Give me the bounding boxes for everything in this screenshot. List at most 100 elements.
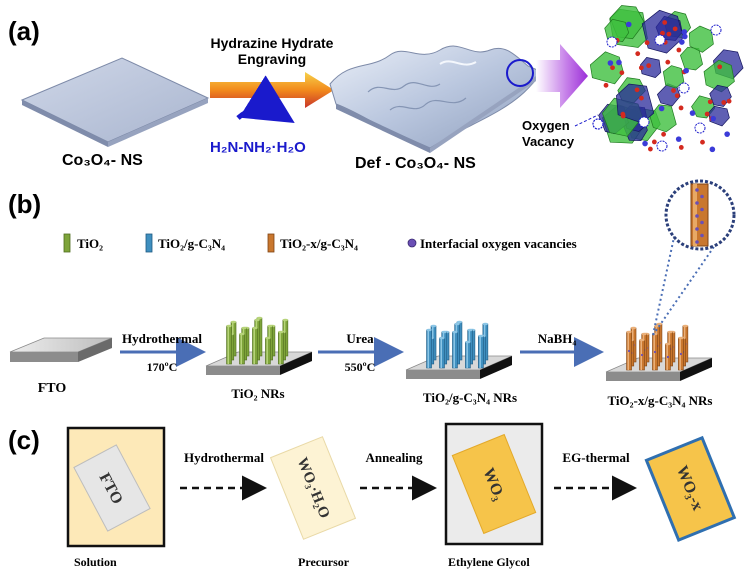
nanorod-tip	[278, 330, 284, 334]
vacancy-site	[656, 140, 668, 152]
nanorod-tip	[441, 330, 447, 334]
zoom-circle	[506, 59, 534, 87]
nanorod-tip	[478, 334, 484, 338]
nanorod-tip	[467, 328, 473, 332]
oxygen-atom	[674, 93, 680, 99]
step-annealing: Annealing	[365, 450, 423, 465]
zoom-arrow	[536, 44, 588, 108]
inset-vacancy-dot	[695, 227, 699, 231]
panel-b-label: (b)	[8, 189, 41, 219]
arrow-label-line2: Engraving	[238, 51, 306, 67]
oxygen-atom	[661, 131, 666, 137]
stage-tio2x-gcn-nrs: TiO₂-x/g-C₃N₄ NRs	[608, 393, 713, 408]
oxygen-atom	[704, 111, 710, 117]
crystal-structure	[589, 5, 744, 158]
cobalt-atom	[724, 131, 730, 137]
step1-bottom: 170ºC	[147, 360, 178, 374]
oxygen-atom	[603, 82, 609, 88]
legend-tio2: TiO₂	[77, 236, 103, 251]
cobalt-atom	[682, 33, 688, 40]
solution-box: FTO	[66, 426, 166, 548]
substrate-side	[480, 356, 512, 379]
caption-precursor: Precursor	[298, 555, 350, 569]
def-co3o4-sheet	[329, 45, 543, 153]
vacancy-line1: Oxygen	[522, 118, 570, 133]
inset-vacancy-dot	[695, 214, 699, 218]
nanorod-tip	[282, 318, 288, 322]
nanorod-highlight	[253, 328, 255, 364]
vacancy-site	[606, 36, 618, 48]
tio2-gcn-nanorod-array	[405, 320, 513, 379]
precursor-plate: WO₃·H₂O	[269, 436, 357, 540]
nanorod-highlight	[466, 342, 468, 368]
tetrahedron	[604, 18, 630, 42]
inset-vacancy-dot	[700, 194, 704, 199]
vacancy-line2: Vacancy	[522, 134, 575, 149]
panel-c: (c) FTO Solution Hydrothermal WO₃·H₂O Pr…	[8, 422, 737, 569]
vacancy-dot	[653, 350, 657, 354]
caption-solution: Solution	[74, 555, 117, 569]
nanorod-tip	[230, 320, 237, 324]
cobalt-atom	[607, 60, 614, 66]
co3o4-label: Co₃O₄- NS	[62, 152, 143, 169]
step-hydrothermal: Hydrothermal	[184, 450, 264, 465]
nanorod-tip	[252, 326, 258, 330]
substrate-front	[206, 366, 280, 375]
legend-swatch-tio2-gcn	[145, 233, 153, 253]
substrate-side	[280, 352, 312, 375]
nanorod-tip	[639, 338, 645, 342]
wo3x-plate: WO₃-x	[644, 435, 737, 542]
oxygen-atom	[651, 139, 657, 145]
fto-substrate	[9, 337, 113, 362]
nanorod-tip	[626, 330, 632, 334]
vacancy-dot	[640, 353, 644, 357]
vacancy-dot	[679, 352, 682, 356]
oxygen-atom	[678, 105, 684, 111]
oxygen-atom	[610, 65, 615, 71]
oxygen-atom	[660, 30, 665, 36]
vacancy-site	[710, 24, 722, 36]
nanorod-tip	[630, 326, 637, 330]
nanorod-tip	[454, 322, 460, 326]
step2-top: Urea	[346, 331, 374, 346]
oxygen-atom	[717, 64, 723, 70]
nanorod-tip	[665, 342, 671, 346]
stage-tio2-nrs: TiO₂ NRs	[231, 386, 284, 401]
step2-bottom: 550ºC	[345, 360, 376, 374]
oxygen-atom	[707, 99, 713, 105]
reagent-formula: H₂N-NH₂·H₂O	[210, 139, 306, 156]
nanorod-highlight	[227, 326, 230, 364]
vacancy-site	[654, 34, 666, 46]
cobalt-atom	[642, 140, 648, 147]
oxygen-atom	[665, 59, 671, 65]
legend: TiO₂ TiO₂/g-C₃N₄ TiO₂-x/g-C₃N₄ Interfaci…	[63, 233, 577, 253]
inset-vacancy-dot	[700, 207, 704, 212]
panel-a-label: (a)	[8, 16, 40, 46]
nanorod-tip	[267, 324, 273, 328]
oxygen-atom	[678, 145, 684, 150]
tio2x-gcn-nanorod-array	[605, 322, 713, 381]
cobalt-atom	[683, 67, 689, 74]
nanorod-highlight	[479, 336, 481, 368]
inset-vacancy-dot	[695, 240, 699, 244]
legend-swatch-tio2	[63, 233, 71, 253]
nanorod-tip	[241, 326, 247, 330]
nanorod-highlight	[279, 332, 281, 364]
cobalt-atom	[681, 29, 688, 35]
nanorod-tip	[656, 322, 663, 326]
cobalt-atom	[709, 146, 716, 153]
oxygen-atom	[700, 139, 705, 145]
engraving-arrow	[210, 72, 334, 108]
inset-vacancy-dot	[695, 188, 699, 192]
oxygen-atom	[671, 88, 676, 93]
oxygen-atom	[634, 87, 640, 93]
vacancy-site	[678, 82, 690, 94]
octahedron	[709, 84, 732, 107]
cobalt-atom	[679, 39, 685, 45]
oxygen-atom	[646, 63, 652, 69]
co3o4-sheet	[20, 57, 210, 147]
substrate-side	[680, 358, 712, 381]
oxygen-atom	[666, 31, 672, 37]
nanorod-tip	[452, 330, 458, 334]
